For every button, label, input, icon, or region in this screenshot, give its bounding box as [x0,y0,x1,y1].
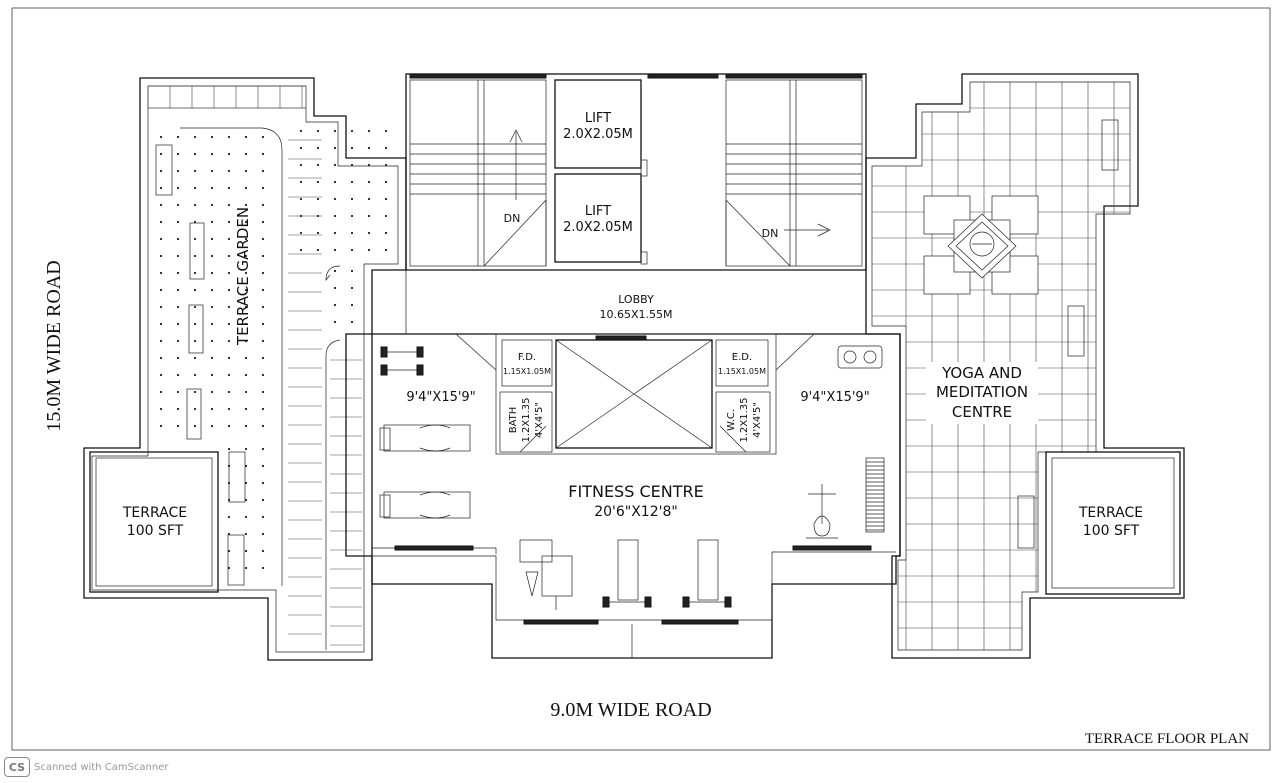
terrace-left-label: TERRACE [122,505,187,521]
bath-label: BATH [508,407,519,434]
lift-1 [554,79,642,169]
yoga-label-backing [926,362,1038,424]
lift-2-dim: 2.0X2.05M [563,220,633,235]
lift-2-label: LIFT [585,204,611,219]
fitness-centre-dim: 20'6"X12'8" [594,504,678,520]
lift-2 [554,173,642,263]
stair-lift-core [405,73,867,271]
bottom-road-label: 9.0M WIDE ROAD [550,699,711,721]
terrace-right-box [1045,451,1181,595]
lift-1-dim: 2.0X2.05M [563,127,633,142]
treadmill-1 [379,424,471,452]
camscanner-logo: CS [4,757,30,777]
wc-dim-m: 1.2X1.35 [739,397,750,442]
bath-dim-m: 1.2X1.35 [521,397,532,442]
terrace-right-area: 100 SFT [1083,523,1140,539]
yoga-label-line1: YOGA AND [941,364,1022,382]
plan-title: TERRACE FLOOR PLAN [1085,731,1249,747]
camscanner-watermark: CS Scanned with CamScanner [4,757,169,777]
lobby-dim: 10.65X1.55M [599,308,672,321]
stair-right-dn-label: DN [762,227,779,240]
treadmill-2 [379,491,471,519]
ed-label: E.D. [732,352,752,363]
wc-dim-ft: 4'X4'5" [752,402,763,438]
lift-1-label: LIFT [585,111,611,126]
fd-label: F.D. [518,352,536,363]
yoga-label-line2: MEDITATION [936,383,1028,401]
yoga-label-line3: CENTRE [952,403,1012,421]
terrace-garden-area [83,77,407,661]
camscanner-text: Scanned with CamScanner [34,761,169,773]
bath-dim-ft: 4'X4'5" [534,402,545,438]
terrace-right-label: TERRACE [1078,505,1143,521]
lobby-label: LOBBY [618,293,654,306]
room-left-dim: 9'4"X15'9" [406,390,475,405]
fitness-centre [345,333,901,659]
sheet-border [11,7,1271,751]
terrace-left-area: 100 SFT [127,523,184,539]
fd-dim: 1.15X1.05M [503,367,551,376]
room-right-dim: 9'4"X15'9" [800,390,869,405]
ed-dim: 1.15X1.05M [718,367,766,376]
wc-label: W.C. [726,409,737,431]
terrace-left-box [89,451,219,593]
terrace-garden-label: TERRACE GARDEN [234,207,252,346]
stair-left-dn-label: DN [504,212,521,225]
left-road-label: 15.0M WIDE ROAD [43,260,65,431]
fitness-centre-label: FITNESS CENTRE [568,482,703,501]
